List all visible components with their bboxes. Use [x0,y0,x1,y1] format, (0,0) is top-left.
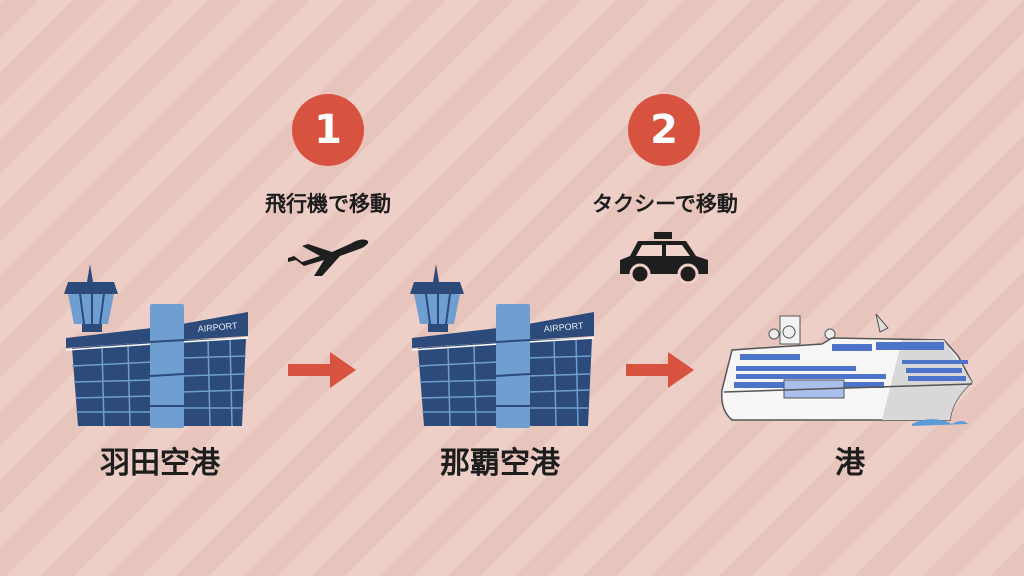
cruise-ship-icon [720,313,973,426]
place-haneda-label: 羽田空港 [100,446,220,481]
step-1-badge: 1 [292,94,364,166]
place-port-label: 港 [835,446,865,481]
step-2-badge: 2 [628,94,700,166]
airport-sign: AIRPORT [543,321,584,334]
arrow-right-icon [626,352,694,388]
airport-haneda-icon: AIRPORT [64,264,249,428]
airport-sign: AIRPORT [197,321,238,334]
place-naha-label: 那覇空港 [440,446,560,481]
airport-naha-icon: AIRPORT [410,264,595,428]
taxi-icon [620,232,708,284]
step-2-label: タクシーで移動 [592,192,738,216]
arrow-right-icon [288,352,356,388]
step-1-label: 飛行機で移動 [265,192,391,216]
airplane-icon [288,239,369,276]
